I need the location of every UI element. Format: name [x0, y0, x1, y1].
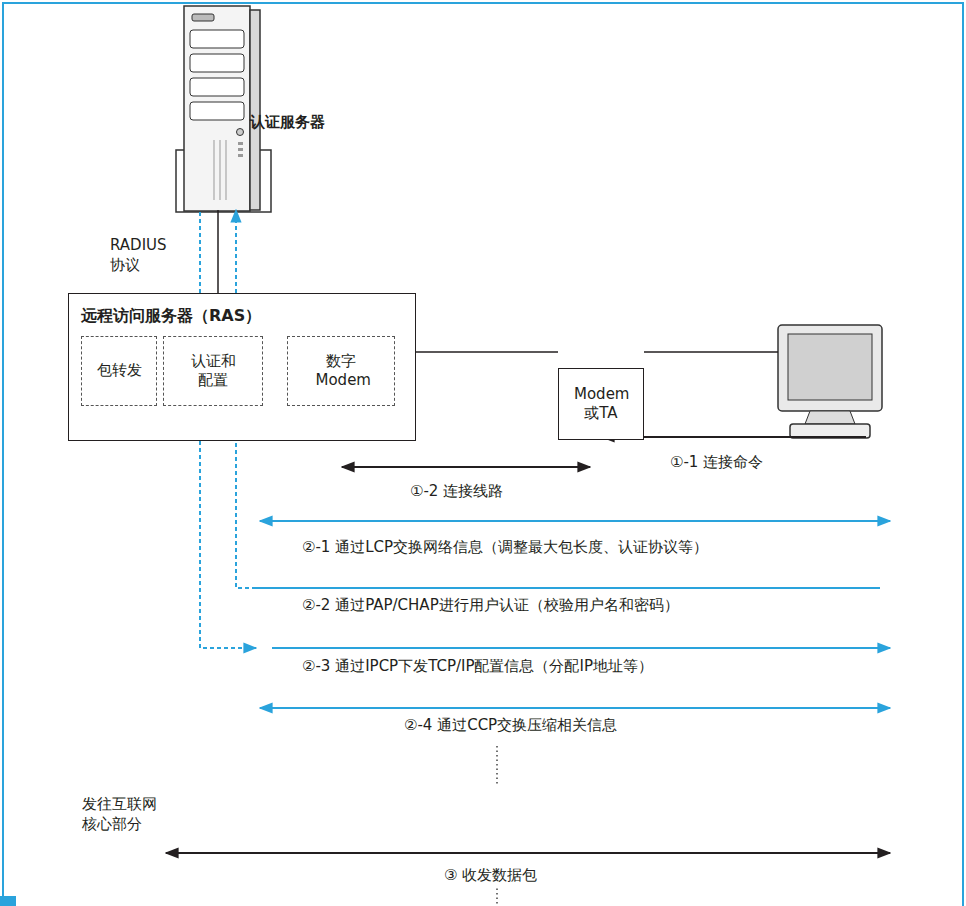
dashed-link [199, 212, 201, 293]
function-box: 包转发 [81, 336, 157, 406]
flow-arrow [272, 647, 890, 649]
modem-box: Modem 或TA [558, 368, 644, 440]
connector [217, 210, 219, 293]
dashed-link [236, 441, 256, 588]
ellipsis-dots [496, 884, 498, 904]
step-label: ②-4 通过CCP交换压缩相关信息 [402, 716, 619, 736]
step-label: ②-1 通过LCP交换网络信息（调整最大包长度、认证协议等） [300, 538, 710, 558]
function-box: 认证和配置 [163, 336, 263, 406]
step-label: ②-3 通过IPCP下发TCP/IP配置信息（分配IP地址等） [300, 657, 655, 677]
destination-note: 发往互联网 核心部分 [80, 795, 164, 834]
ellipsis-dots [496, 746, 498, 786]
server-illustration [176, 6, 271, 212]
step-label: ①-2 连接线路 [408, 482, 505, 502]
node-label: Modem 或TA [574, 385, 628, 424]
function-box: 数字Modem [287, 336, 395, 406]
frame-corner [0, 896, 16, 906]
step-label: ②-2 通过PAP/CHAP进行用户认证（校验用户名和密码） [300, 596, 681, 616]
pc-illustration [778, 325, 882, 438]
node-label: 远程访问服务器（RAS） [81, 306, 261, 327]
node-label: 认证和配置 [188, 352, 238, 391]
frame [3, 3, 963, 906]
ras-box: 远程访问服务器（RAS） 包转发 认证和配置 数字Modem [68, 293, 416, 441]
protocol-label: RADIUS 协议 [108, 236, 163, 275]
connector [235, 210, 237, 293]
flow-arrow [166, 852, 890, 854]
flow-arrow [260, 707, 890, 709]
cable [644, 351, 778, 353]
step-label: ①-1 连接命令 [668, 453, 765, 473]
flow-arrow [260, 520, 890, 522]
connector [416, 351, 558, 353]
server-node: 认证服务器 [150, 5, 380, 210]
dashed-link [200, 441, 256, 648]
step-label: ③ 收发数据包 [442, 866, 539, 886]
flow-arrow [342, 466, 590, 468]
flow-arrow [256, 587, 880, 589]
node-label: 包转发 [89, 361, 149, 381]
node-label: 数字Modem [316, 352, 367, 391]
node-label: 认证服务器 [250, 113, 325, 132]
